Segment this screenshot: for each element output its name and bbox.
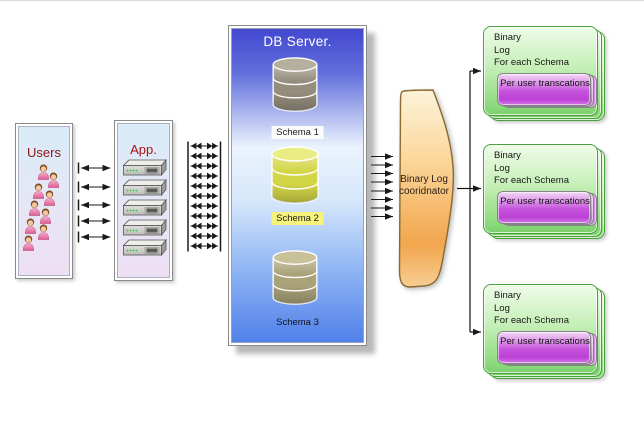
binary-log-stack-1: Binary Log For each Schema Per user tran…: [483, 26, 607, 124]
db-server-title: DB Server.: [263, 34, 332, 49]
transactions-stack: Per user transcations: [497, 73, 597, 108]
person-icon: [24, 218, 37, 234]
stack-front-layer: Binary Log For each Schema Per user tran…: [483, 144, 598, 234]
stack-front-layer: Per user transcations: [497, 191, 591, 224]
server-icon: [122, 199, 168, 217]
transactions-label: Per user transcations: [500, 336, 590, 347]
database-cylinder-schema1: [270, 56, 320, 113]
person-icon: [37, 224, 50, 240]
app-title: App.: [130, 142, 157, 157]
binary-log-stack-3: Binary Log For each Schema Per user tran…: [483, 284, 607, 382]
server-icon: [122, 219, 168, 237]
app-db-arrows: [187, 141, 222, 252]
coordinator-label: Binary Log cooridnator: [398, 174, 450, 197]
binary-log-label: Binary Log For each Schema: [494, 290, 569, 326]
schema3-label: Schema 3: [276, 317, 319, 328]
users-app-arrows: [77, 162, 111, 243]
stack-front-layer: Binary Log For each Schema Per user tran…: [483, 284, 598, 374]
stack-front-layer: Per user transcations: [497, 331, 591, 364]
schema1-label: Schema 1: [271, 126, 324, 139]
app-panel: App.: [114, 120, 173, 281]
database-cylinder-schema2: [270, 145, 320, 205]
users-panel: Users: [15, 123, 73, 279]
person-icon: [39, 208, 52, 224]
transactions-stack: Per user transcations: [497, 191, 597, 226]
binary-log-label: Binary Log For each Schema: [494, 32, 569, 68]
transactions-label: Per user transcations: [500, 196, 590, 207]
database-cylinder-schema3: [270, 249, 320, 306]
transactions-label: Per user transcations: [500, 78, 590, 89]
person-icon: [22, 235, 35, 251]
stack-front-layer: Binary Log For each Schema Per user tran…: [483, 26, 598, 116]
transactions-stack: Per user transcations: [497, 331, 597, 366]
binary-log-coordinator-shape: [398, 89, 455, 288]
person-icon: [47, 172, 60, 188]
binary-log-stack-2: Binary Log For each Schema Per user tran…: [483, 144, 607, 242]
stack-front-layer: Per user transcations: [497, 73, 591, 106]
db-server-panel: DB Server. Schema 1 Schema 2 Schema 3: [228, 25, 367, 346]
person-icon: [43, 190, 56, 206]
users-title: Users: [27, 145, 61, 160]
server-icon: [122, 239, 168, 257]
server-icon: [122, 159, 168, 177]
server-icon: [122, 179, 168, 197]
schema2-label: Schema 2: [271, 212, 324, 225]
binary-log-label: Binary Log For each Schema: [494, 150, 569, 186]
